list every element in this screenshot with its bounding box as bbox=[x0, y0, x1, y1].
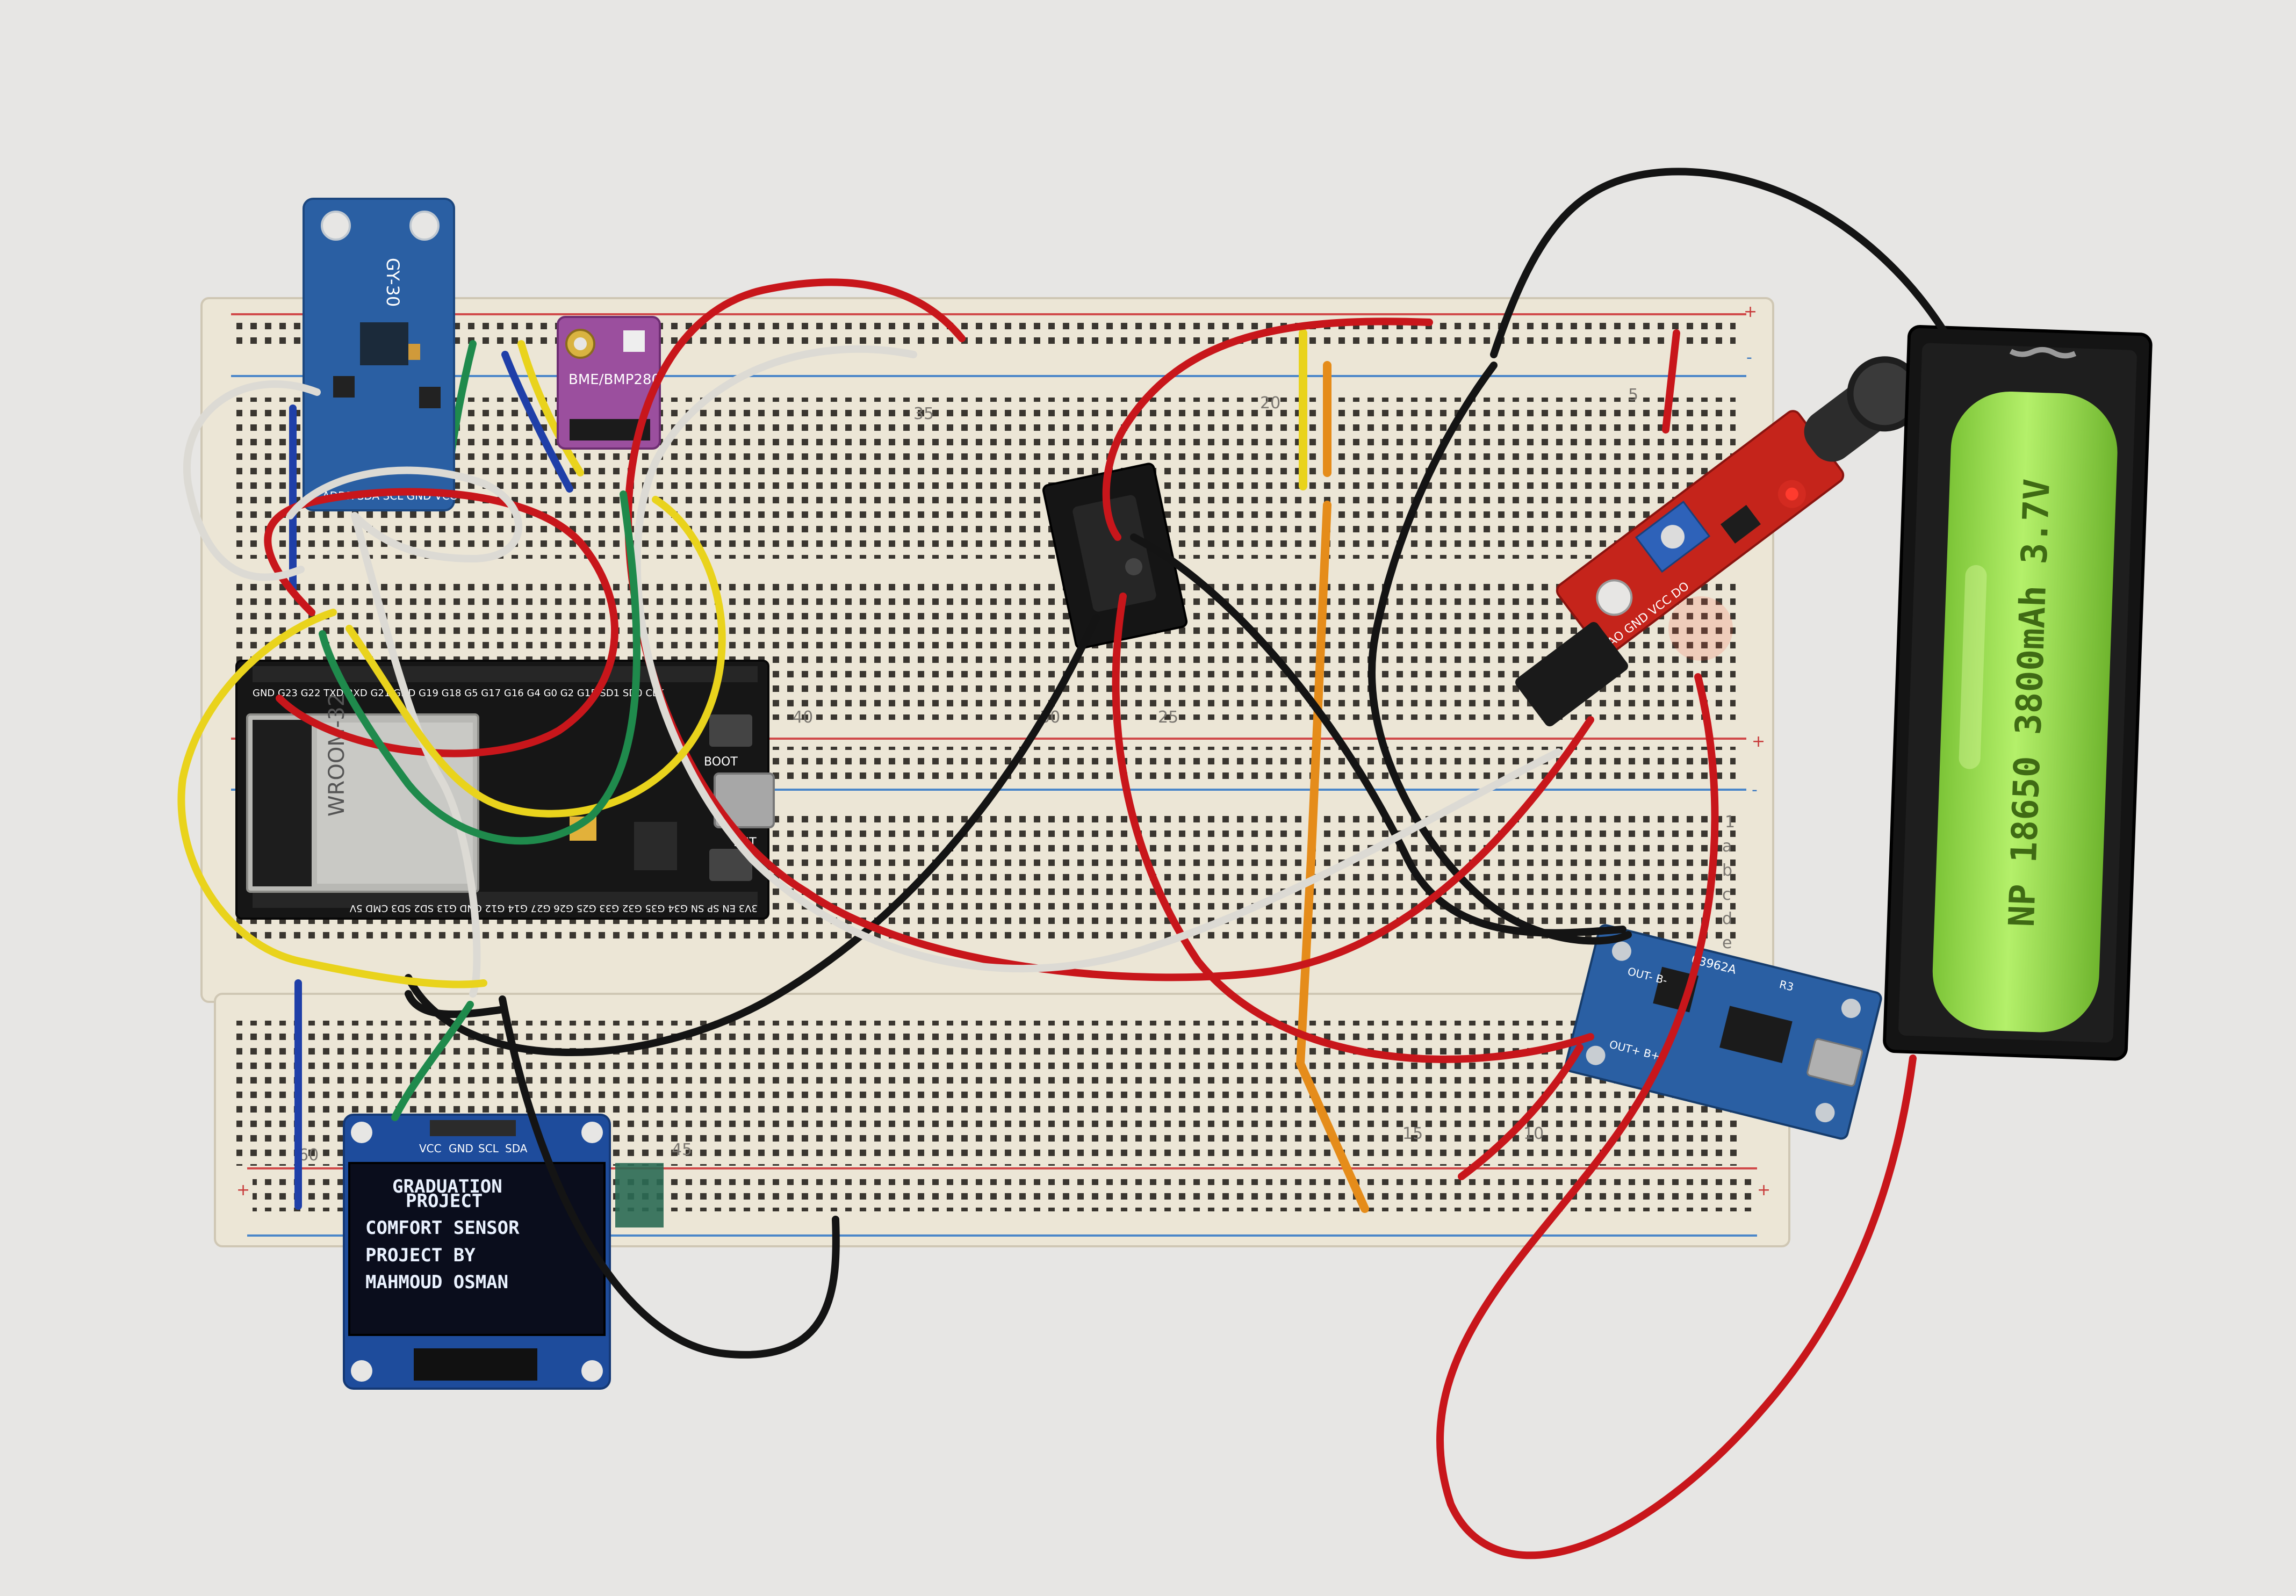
sound-sensor-connector bbox=[1515, 622, 1628, 727]
oled-line-1: GRADUATION bbox=[392, 1176, 502, 1197]
gy30-label: GY-30 bbox=[383, 258, 403, 307]
esp32-bottom-pin-labels: 3V3 EN SP SN G34 G35 G32 G33 G25 G26 G27… bbox=[349, 902, 758, 914]
blue-jumper-bmp bbox=[501, 351, 573, 493]
bme280-label: BME/BMP280 bbox=[568, 372, 660, 388]
column-number-45: 45 bbox=[672, 1140, 692, 1159]
green-wire-esp bbox=[319, 490, 640, 845]
black-wire-gnd-loop bbox=[499, 995, 840, 1359]
oled-pin-scl: SCL bbox=[478, 1142, 499, 1155]
esp32-dev-board: WROOM-32 BOOT RST GND G23 G22 TXD RXD G2… bbox=[235, 660, 775, 920]
micro-usb-port bbox=[1806, 1038, 1863, 1087]
row-letter-d: d bbox=[1722, 909, 1732, 928]
battery-holder: NP 18650 3800mAh 3.7V bbox=[1883, 324, 2153, 1061]
row-letter-e: e bbox=[1722, 934, 1732, 952]
yellow-jumper-bmp bbox=[517, 340, 584, 476]
esp32-shield-text: WROOM-32 bbox=[325, 693, 349, 817]
rail-minus-label-mid: - bbox=[1752, 781, 1758, 799]
oled-line-2: PROJECT bbox=[406, 1190, 483, 1212]
column-number-15: 15 bbox=[1402, 1124, 1423, 1143]
white-wire-long bbox=[633, 345, 1562, 972]
red-wire-charger-rail bbox=[1458, 1044, 1584, 1180]
column-number-25: 25 bbox=[1158, 708, 1178, 727]
oled-pin-sda: SDA bbox=[505, 1142, 528, 1155]
row-letter-b: b bbox=[1722, 861, 1732, 880]
row-letter-c: c bbox=[1722, 885, 1731, 904]
bme280-sensor: BME/BMP280 bbox=[557, 316, 661, 450]
column-number-35: 35 bbox=[913, 405, 934, 423]
white-wire-oled bbox=[351, 512, 481, 998]
black-wire-switch-charger bbox=[1130, 533, 1626, 937]
esp32-boot-button[interactable] bbox=[709, 714, 752, 747]
rail-plus-label-bottom: + bbox=[236, 1181, 250, 1200]
oled-line-4: PROJECT BY bbox=[365, 1245, 476, 1266]
yellow-wire-esp-top bbox=[346, 496, 726, 818]
esp32-boot-label: BOOT bbox=[704, 755, 738, 769]
led-glow bbox=[1668, 596, 1733, 661]
red-wire-battery-loop bbox=[1436, 673, 1917, 1559]
wires bbox=[177, 168, 1949, 1559]
battery-cell bbox=[1932, 391, 2118, 1032]
rail-plus-label-bottom-right: + bbox=[1757, 1181, 1770, 1200]
oled-line-5: MAHMOUD OSMAN bbox=[365, 1272, 508, 1293]
green-wire-oled bbox=[391, 1001, 474, 1121]
oled-line-3: COMFORT SENSOR bbox=[365, 1217, 520, 1239]
column-number-20: 20 bbox=[1260, 394, 1280, 413]
oled-ribbon-tab bbox=[615, 1163, 664, 1227]
white-wire-gy30-loop bbox=[286, 466, 522, 562]
yellow-wire-esp-oled bbox=[177, 609, 487, 988]
esp32-rst-button[interactable] bbox=[709, 849, 752, 881]
column-number-5: 5 bbox=[1628, 386, 1638, 405]
esp32-top-pin-labels: GND G23 G22 TXD RXD G21 GND G19 G18 G5 G… bbox=[253, 688, 665, 699]
black-wire-battery-loop bbox=[1490, 168, 1949, 358]
red-wire-switch-charger bbox=[1112, 593, 1594, 1063]
power-rail-top bbox=[236, 320, 1736, 352]
red-wire-sensor-vcc bbox=[1662, 329, 1680, 434]
column-number-40: 40 bbox=[793, 708, 813, 727]
column-number-1: 1 bbox=[1725, 813, 1735, 832]
white-wire-left-loop bbox=[183, 380, 321, 581]
column-number-10: 10 bbox=[1523, 1124, 1544, 1143]
red-wire-long-top bbox=[624, 278, 1594, 981]
red-wire-switch-top bbox=[1102, 317, 1433, 541]
terminal-strip-1 bbox=[236, 398, 1736, 559]
rail-plus-label-mid: + bbox=[1752, 732, 1765, 751]
oled-pin-vcc: VCC bbox=[419, 1142, 442, 1155]
rail-minus-label: - bbox=[1746, 348, 1752, 367]
gy30-light-sensor: GY-30 ADDR SDA SCL GND VCC bbox=[303, 198, 457, 511]
row-letter-a: a bbox=[1722, 837, 1732, 856]
red-wire-esp-loop bbox=[264, 488, 618, 757]
black-wire-switch-oled bbox=[405, 614, 1100, 1056]
sound-sensor-module: AO GND VCC DO bbox=[1556, 356, 1923, 656]
oled-pin-gnd: GND bbox=[449, 1142, 473, 1155]
rocker-switch[interactable] bbox=[1042, 463, 1188, 649]
rail-plus-label: + bbox=[1744, 302, 1757, 321]
